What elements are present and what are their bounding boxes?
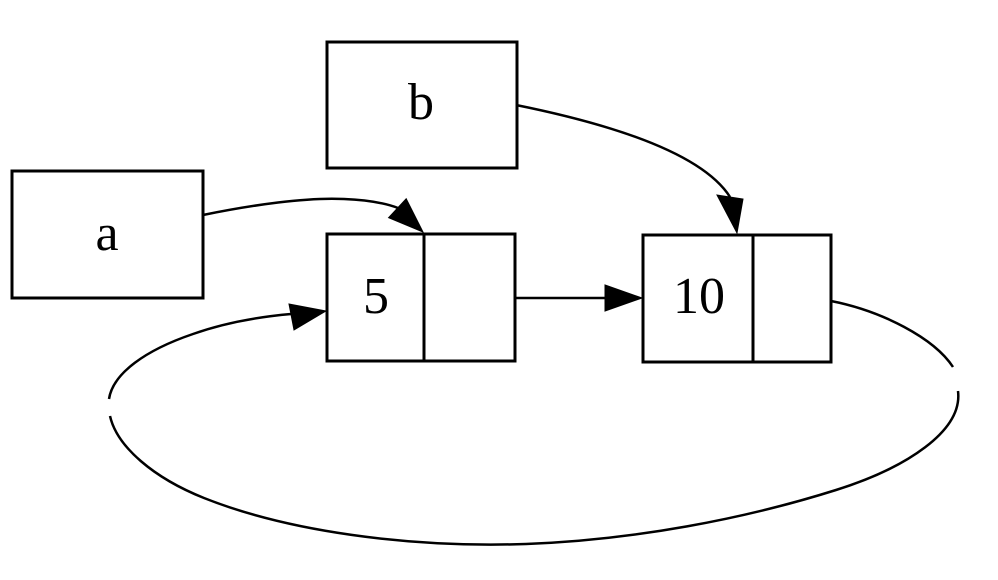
variable-b-label: b — [408, 74, 434, 131]
node-5-rect — [325, 232, 517, 363]
edge-a-to-node5 — [202, 197, 425, 233]
edge-node5-to-node10-arrowhead — [604, 284, 644, 312]
edge-b-to-node10-arrowhead — [716, 194, 744, 235]
edge-a-to-node5-arrowhead — [387, 197, 425, 233]
edge-b-to-node10-path — [515, 103, 732, 198]
variable-a-rect — [10, 169, 205, 300]
loop-segment-bottom — [108, 390, 960, 546]
edge-node10-loop-to-node5 — [107, 299, 960, 546]
edge-node10-loop-arrowhead — [288, 303, 328, 331]
node-10-cell: 10 — [641, 233, 833, 364]
node-5-value: 5 — [363, 268, 389, 325]
node-10-rect — [641, 233, 833, 364]
edge-b-to-node10 — [515, 103, 744, 235]
variable-b-box: b — [325, 40, 519, 170]
edge-node5-to-node10 — [515, 284, 644, 312]
edge-a-to-node5-path — [202, 197, 399, 217]
variable-a-label: a — [95, 205, 118, 262]
variable-a-box: a — [10, 169, 205, 300]
loop-segment-left — [107, 312, 292, 400]
node-10-value: 10 — [673, 268, 725, 325]
node-5-cell: 5 — [325, 232, 517, 363]
loop-segment-right — [830, 299, 955, 368]
variable-b-rect — [325, 40, 519, 170]
